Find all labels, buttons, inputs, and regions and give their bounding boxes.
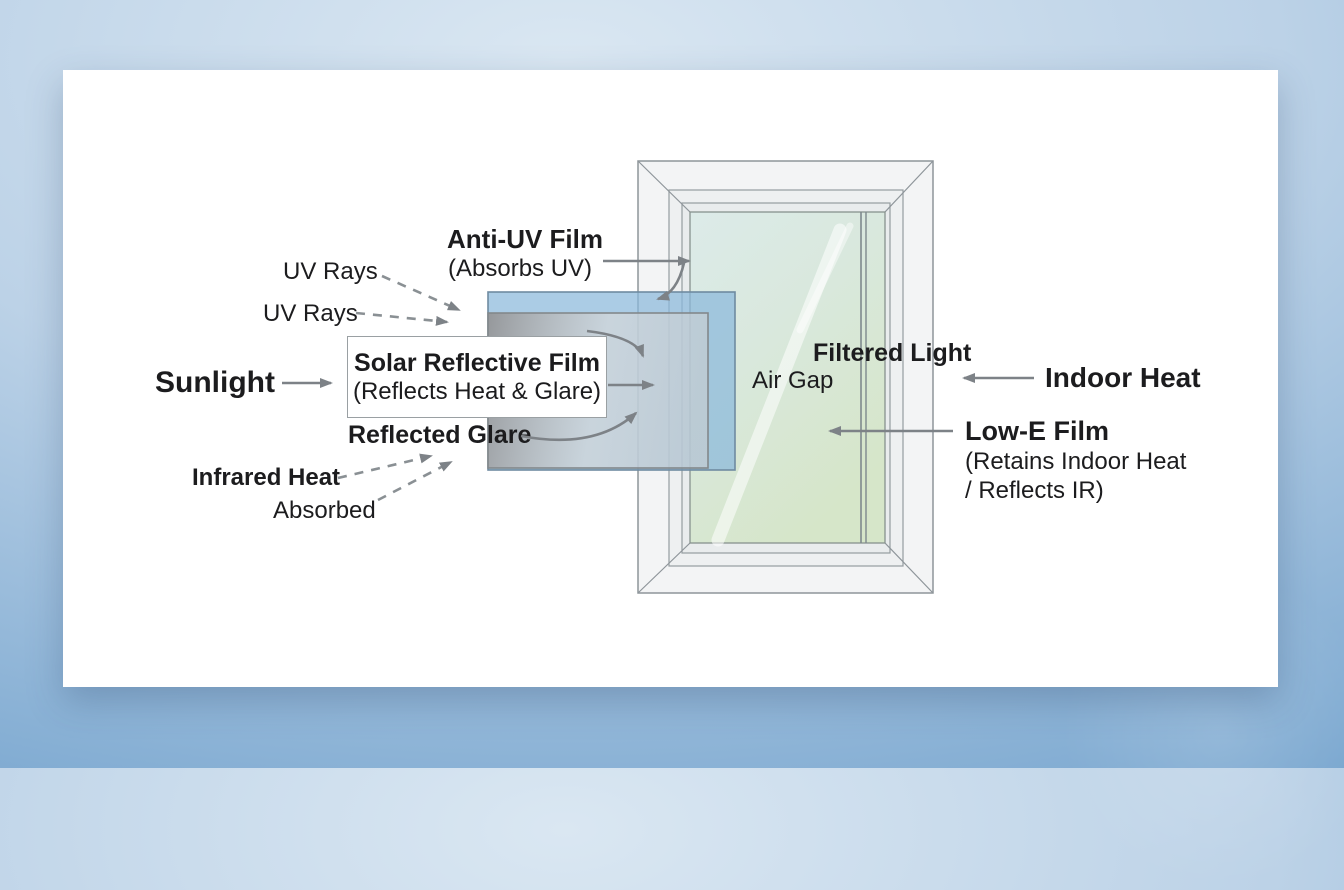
absorbed-label: Absorbed: [273, 497, 376, 524]
low-e-film-subtitle-line2: / Reflects IR): [965, 477, 1104, 504]
solar-reflective-film-callout: Solar Reflective Film (Reflects Heat & G…: [347, 336, 607, 418]
indoor-heat-label: Indoor Heat: [1045, 362, 1201, 393]
anti-uv-film-title: Anti-UV Film: [447, 224, 603, 254]
anti-uv-film-subtitle: (Absorbs UV): [448, 255, 593, 282]
uv-rays-label-2: UV Rays: [263, 300, 358, 327]
solar-reflective-film-title: Solar Reflective Film: [354, 348, 600, 377]
solar-reflective-film-subtitle: (Reflects Heat & Glare): [352, 377, 602, 405]
filtered-light-label: Filtered Light: [813, 339, 972, 367]
window-film-diagram: Sunlight UV Rays UV Rays Anti-UV Film (A…: [155, 160, 1344, 890]
low-e-film-subtitle-line1: (Retains Indoor Heat: [965, 448, 1187, 475]
reflected-glare-label: Reflected Glare: [348, 421, 532, 449]
low-e-film-title: Low-E Film: [965, 416, 1109, 446]
air-gap-label: Air Gap: [752, 367, 834, 394]
uv-rays-label-1: UV Rays: [283, 258, 378, 285]
infrared-heat-label: Infrared Heat: [192, 464, 341, 491]
sunlight-label: Sunlight: [155, 366, 275, 399]
